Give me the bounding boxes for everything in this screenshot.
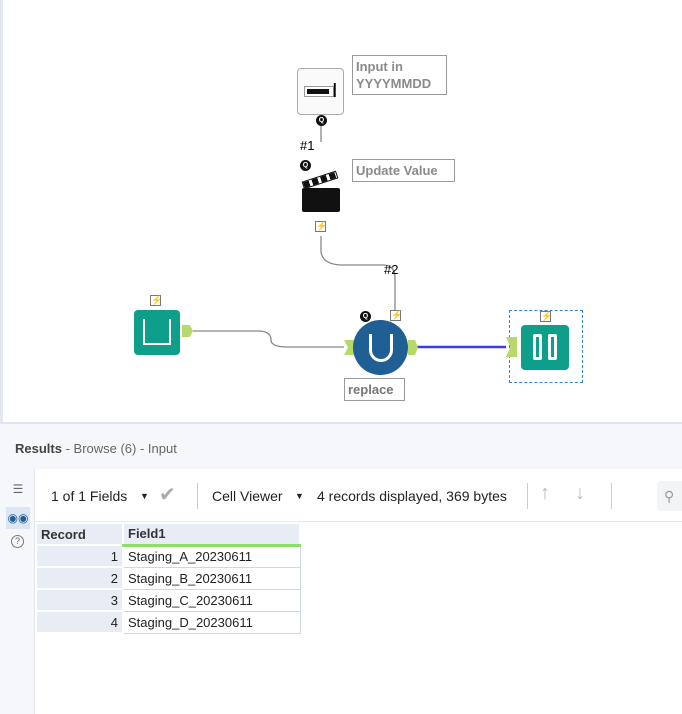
results-panel: Results - Browse (6) - Input ☰ ◉◉ ? 1 of… — [0, 422, 682, 714]
binoculars-icon[interactable]: ◉◉ — [6, 507, 30, 529]
help-icon[interactable]: ? — [11, 535, 24, 548]
results-subtitle: - Browse (6) - Input — [61, 441, 177, 456]
connection-2 — [320, 236, 396, 310]
connection-label-1: #1 — [300, 138, 315, 153]
workflow-canvas[interactable]: I Input in YYYYMMDD Q #1 Q Update Value … — [0, 0, 682, 422]
cell-value[interactable]: Staging_B_20230611 — [122, 566, 301, 590]
output-anchor[interactable] — [182, 325, 193, 337]
question-badge-icon: Q — [316, 115, 327, 126]
bolt-icon: ⚡ — [540, 311, 553, 322]
column-header-record[interactable]: Record — [35, 522, 124, 546]
cell-viewer-dropdown[interactable]: Cell Viewer — [212, 488, 283, 504]
clapboard-icon[interactable] — [301, 170, 341, 212]
text-box-tool[interactable]: I — [297, 68, 344, 115]
record-number: 2 — [35, 566, 124, 590]
bolt-icon: ⚡ — [390, 310, 403, 321]
search-icon[interactable]: ⚲ — [657, 481, 682, 511]
cursor-icon: I — [332, 80, 338, 102]
question-badge-icon: Q — [360, 311, 371, 322]
records-summary: 4 records displayed, 369 bytes — [317, 488, 507, 504]
tool-label-formula: replace — [344, 378, 405, 401]
divider — [527, 483, 528, 509]
connection-label-2: #2 — [384, 262, 399, 277]
bolt-icon: ⚡ — [315, 221, 328, 232]
arrow-down-icon[interactable]: ↓ — [575, 482, 585, 504]
chevron-down-icon[interactable]: ▼ — [140, 491, 149, 501]
column-header-field1[interactable]: Field1 — [122, 522, 301, 547]
cell-value[interactable]: Staging_C_20230611 — [122, 588, 301, 612]
book-icon — [143, 319, 171, 345]
output-anchor[interactable] — [408, 340, 418, 355]
bolt-icon: ⚡ — [150, 295, 163, 306]
table-header: Record Field1 — [35, 522, 301, 547]
connection-3 — [193, 330, 344, 348]
record-number: 4 — [35, 610, 124, 634]
tool-label-input: Input in YYYYMMDD — [352, 55, 447, 95]
tool-label-action: Update Value — [352, 159, 455, 182]
record-number: 1 — [35, 544, 124, 568]
browse-tool[interactable] — [521, 325, 569, 370]
divider — [611, 483, 612, 509]
results-toolbar: 1 of 1 Fields ▼ ✔ Cell Viewer ▼ 4 record… — [35, 469, 682, 522]
results-heading: Results — [15, 441, 62, 456]
chevron-down-icon[interactable]: ▼ — [295, 491, 304, 501]
text-box-icon — [304, 86, 334, 97]
formula-tool[interactable] — [353, 320, 408, 375]
arrow-up-icon[interactable]: ↑ — [540, 482, 550, 504]
input-anchor[interactable] — [506, 337, 517, 357]
question-badge-icon: Q — [300, 160, 311, 171]
results-title: Results - Browse (6) - Input — [15, 441, 177, 456]
record-number: 3 — [35, 588, 124, 612]
input-anchor[interactable] — [344, 340, 354, 355]
cell-value[interactable]: Staging_A_20230611 — [122, 544, 301, 568]
binoculars-icon — [533, 334, 542, 360]
check-icon[interactable]: ✔ — [159, 484, 176, 506]
browse-tool-selection[interactable] — [509, 310, 583, 383]
text-input-tool[interactable] — [134, 310, 180, 355]
cell-value[interactable]: Staging_D_20230611 — [122, 610, 301, 634]
connections — [193, 126, 506, 349]
flask-icon — [369, 334, 393, 362]
divider — [197, 483, 198, 509]
results-sidebar: ☰ ◉◉ ? — [0, 469, 35, 714]
list-icon[interactable]: ☰ — [12, 482, 24, 496]
fields-dropdown[interactable]: 1 of 1 Fields — [51, 488, 128, 504]
